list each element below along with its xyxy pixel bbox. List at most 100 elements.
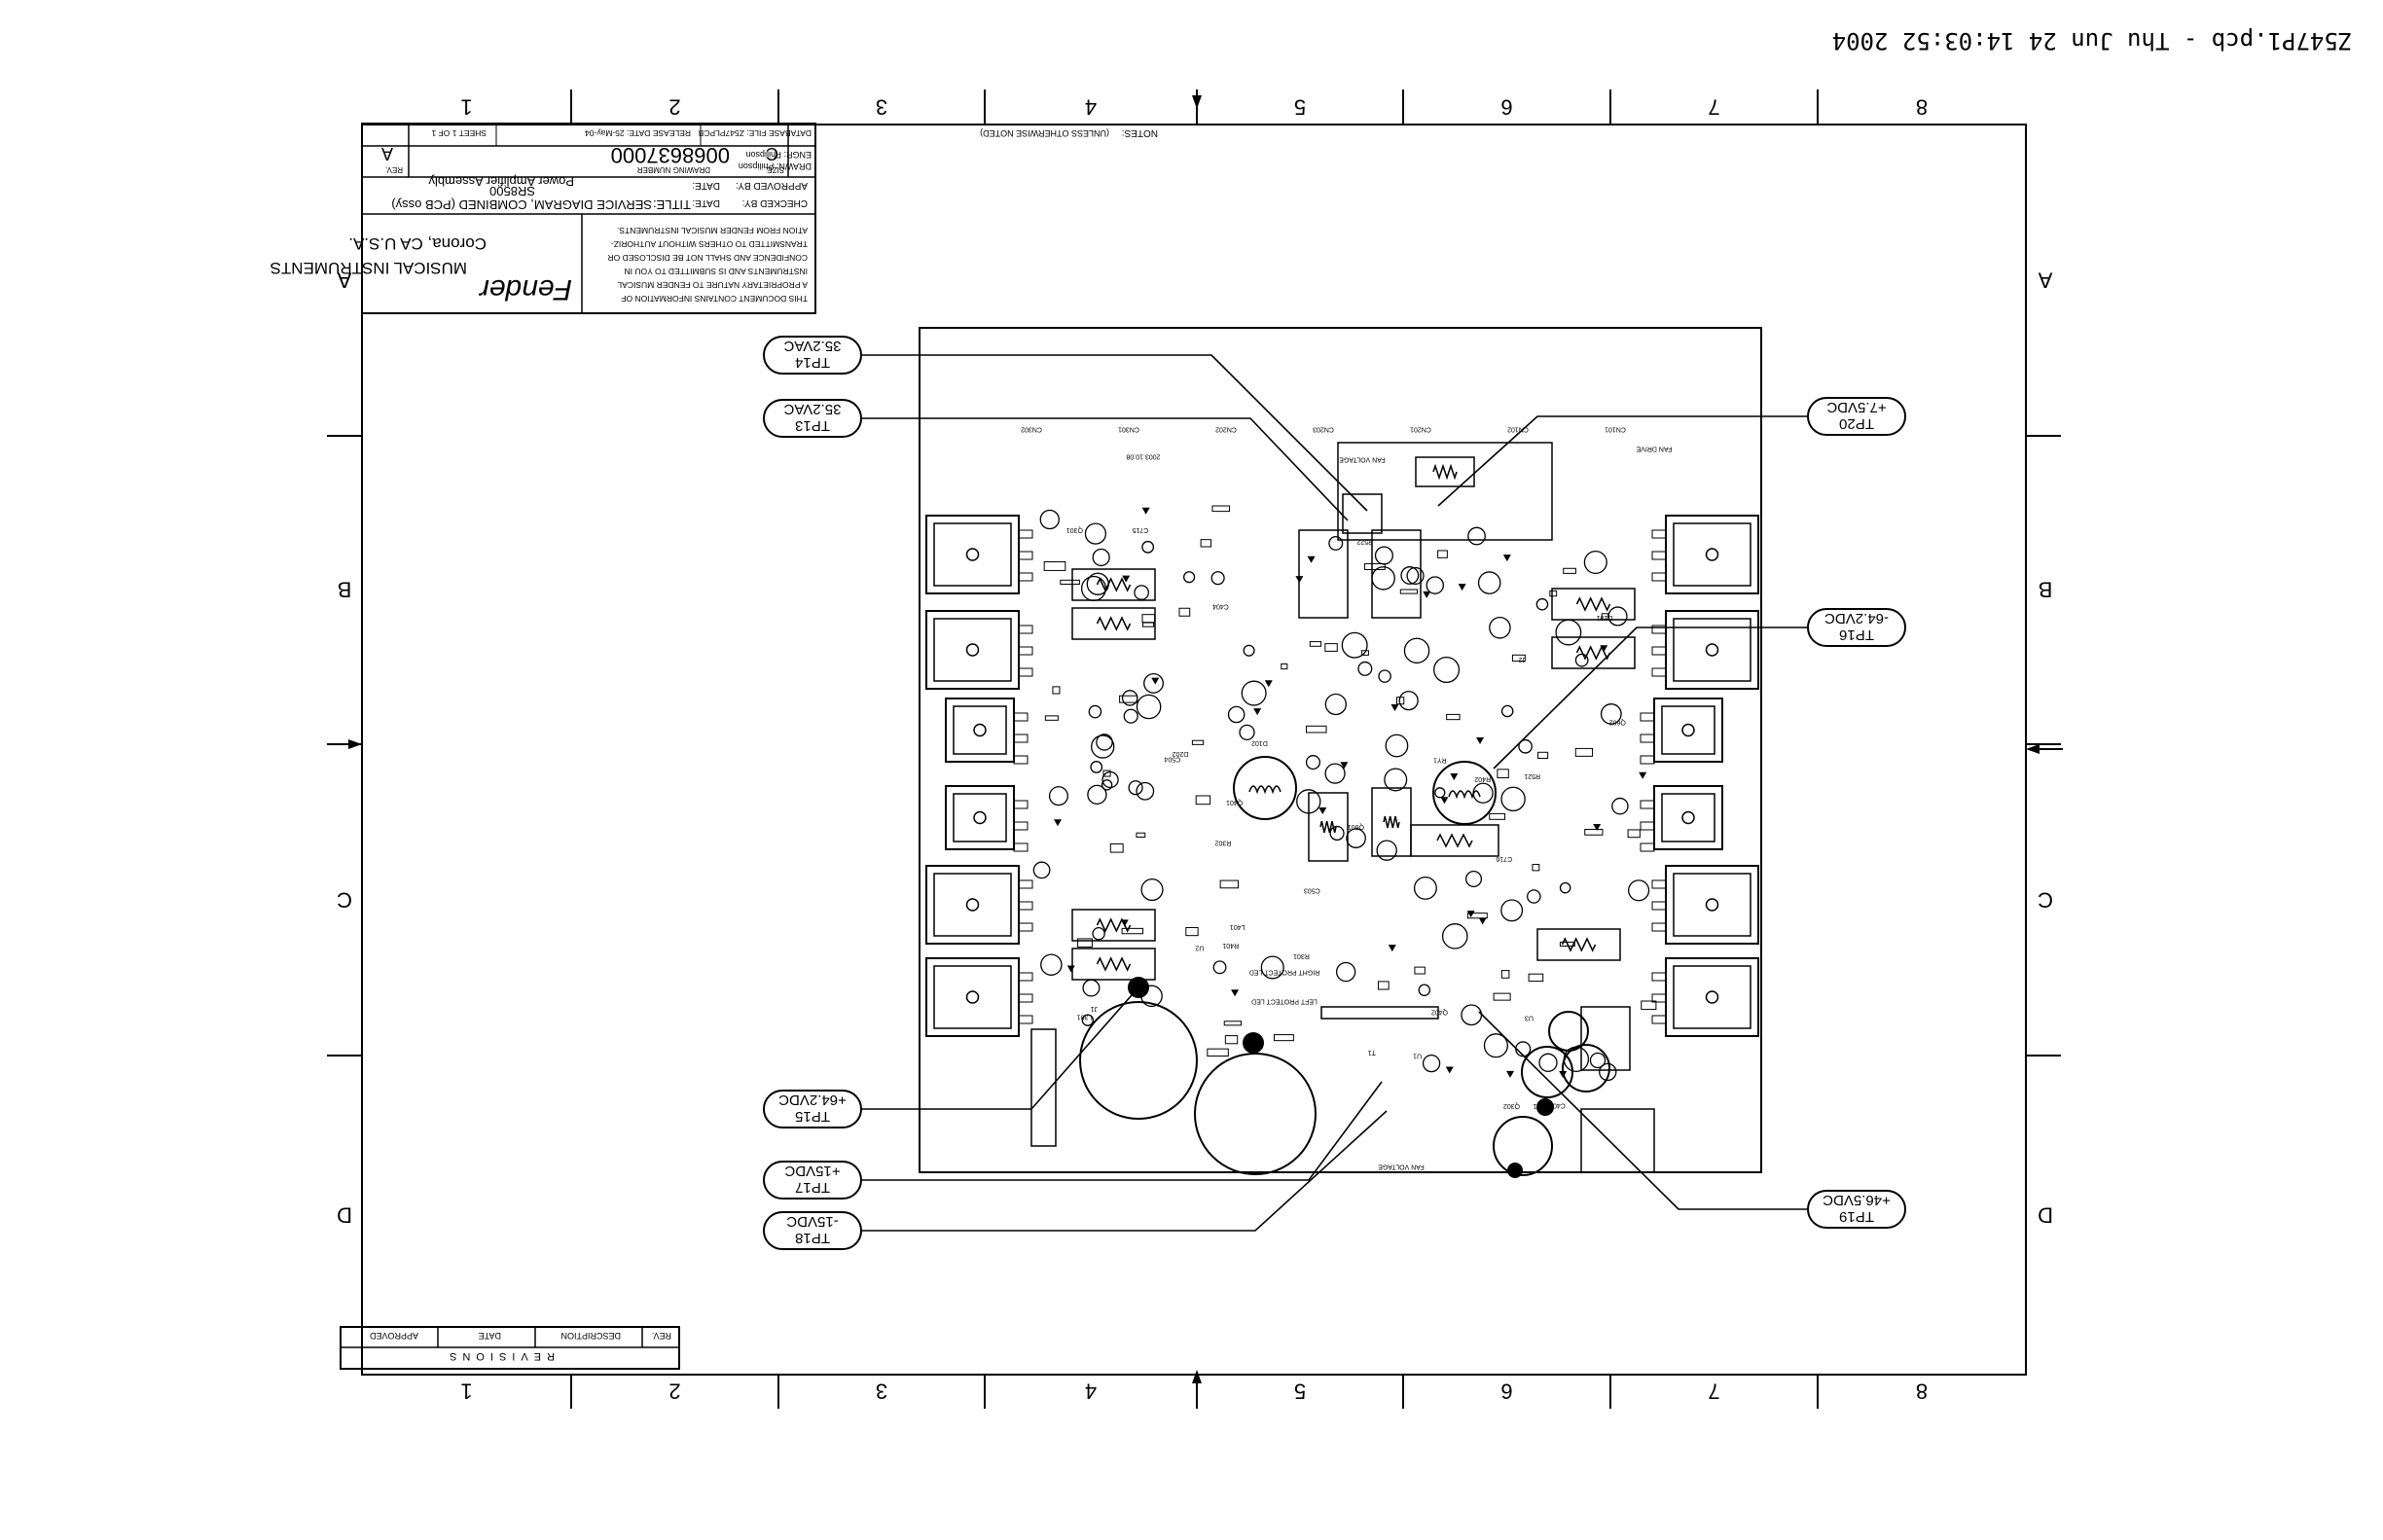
small-component: [1200, 539, 1212, 548]
power-resistor: [1551, 636, 1636, 669]
assembly-name: Power Amplifier Assembly: [428, 174, 574, 189]
zone-column-label-bottom-group: 8: [1916, 1379, 1928, 1403]
pcb-label-group: J2: [1518, 656, 1526, 663]
small-component: [1433, 656, 1461, 684]
test-point-callout-tp17: TP17+15VDC: [763, 1081, 1383, 1200]
pcb-label-group: FAN VOLTAGE: [1339, 456, 1386, 463]
zone-column-label-bottom-group: 3: [876, 1379, 887, 1403]
heatsink-transistor: [945, 785, 1029, 852]
electrolytic-capacitor: [1521, 1046, 1573, 1098]
zone-row-label-right-group: C: [2038, 887, 2053, 912]
small-component: [1584, 829, 1604, 836]
small-component: [1538, 1053, 1558, 1072]
zone-column-label-top-group: 2: [668, 94, 680, 119]
small-component: [1500, 704, 1514, 718]
company-name: MUSICAL INSTRUMENTS: [271, 259, 467, 277]
small-component: [1243, 644, 1255, 657]
connector: [1342, 493, 1383, 534]
small-component: [1532, 864, 1540, 872]
small-component: [1434, 787, 1446, 799]
filter-capacitor: [1194, 1053, 1317, 1175]
pcb-label-group: C503: [1304, 887, 1320, 894]
callout-pill: [763, 1090, 862, 1128]
pcb-label: U3: [1525, 1015, 1534, 1021]
zone-column-label-top-group: 6: [1500, 94, 1512, 119]
pcb-label-group: J1: [1091, 1005, 1099, 1012]
pcb-label-group: U1: [1413, 1052, 1422, 1058]
small-component: [1574, 747, 1594, 757]
power-resistor: [1371, 787, 1412, 857]
small-component: [1422, 1054, 1441, 1073]
proprietary-notice-line: THIS DOCUMENT CONTAINS INFORMATION OF: [621, 294, 808, 304]
rev-value: A: [381, 144, 393, 163]
zone-row-label-left: B: [338, 577, 352, 601]
callout-pill: [1807, 608, 1906, 647]
power-resistor: [1071, 909, 1156, 942]
small-component: [1363, 562, 1386, 570]
test-point-id: TP20: [1839, 415, 1874, 432]
test-point-id: TP18: [795, 1230, 830, 1246]
small-component: [1223, 1021, 1242, 1026]
power-resistor: [1071, 607, 1156, 640]
diode: [1340, 762, 1349, 770]
zone-column-label-top: 5: [1294, 94, 1306, 119]
small-component: [1426, 576, 1445, 594]
small-component: [1599, 1062, 1617, 1082]
small-component: [1374, 546, 1393, 565]
heatsink-transistor: [1640, 698, 1723, 765]
small-component: [1403, 637, 1430, 664]
zone-row-label-left: D: [337, 1202, 352, 1227]
small-component: [1039, 509, 1060, 530]
zone-row-label-right: D: [2038, 1202, 2053, 1227]
small-component: [1142, 622, 1155, 627]
pcb-label: FAN VOLTAGE: [1339, 456, 1386, 463]
header-stamp: Z547P1.pcb - Thu Jun 24 14:03:52 2004: [1832, 27, 2353, 54]
pcb-label-group: C716: [1496, 855, 1512, 862]
zone-column-label-bottom: 7: [1708, 1379, 1719, 1403]
small-component: [1178, 607, 1191, 617]
test-point-voltage: +7.5VDC: [1826, 399, 1886, 415]
callout-pill: [763, 1161, 862, 1200]
sheet-number: SHEET 1 OF 1: [431, 128, 487, 138]
pcb-label-group: CN101: [1605, 426, 1626, 433]
drawn-by: DRAWN: Philipson: [739, 161, 812, 171]
electrolytic-capacitor: [1562, 1044, 1610, 1092]
pcb-label-group: Q402: [1431, 1009, 1448, 1016]
small-component: [1527, 889, 1541, 904]
small-component: [1119, 695, 1138, 703]
small-component: [1376, 840, 1397, 861]
pcb-label: U2: [1195, 944, 1204, 950]
pcb-label: LEFT PROTECT LED: [1251, 998, 1318, 1005]
small-component: [1091, 734, 1115, 759]
size-value: C: [766, 144, 778, 163]
callout-leader-line: [856, 417, 1349, 521]
revisions-col-date: DATE: [479, 1331, 501, 1341]
diode: [1141, 507, 1150, 515]
callout-text-group: TP16-64.2VDC: [1824, 610, 1889, 643]
zone-column-label-top-group: 5: [1294, 94, 1306, 119]
test-point-voltage: -64.2VDC: [1824, 610, 1889, 627]
small-component: [1559, 941, 1575, 948]
zone-column-label-top: 8: [1916, 94, 1928, 119]
pcb-label: CN301: [1118, 426, 1139, 433]
zone-row-label-right: A: [2038, 268, 2052, 292]
small-component: [1210, 571, 1225, 586]
pcb-label: CN203: [1313, 426, 1334, 433]
small-component: [1060, 579, 1080, 585]
small-component: [1052, 686, 1061, 695]
small-component: [1185, 926, 1199, 937]
pcb-outline: [919, 327, 1762, 1173]
zone-column-label-bottom: 4: [1085, 1379, 1097, 1403]
pcb-label-group: L401: [1230, 923, 1246, 930]
pcb-label-group: Q301: [1066, 526, 1083, 533]
test-point-id: TP19: [1839, 1208, 1874, 1225]
proprietary-notice-line: INSTRUMENTS AND IS SUBMITTED TO YOU IN: [625, 267, 808, 276]
test-point-callout-tp19: TP19+46.5VDC: [1478, 1011, 1906, 1229]
small-component: [1559, 881, 1571, 894]
zone-row-label-left: A: [337, 268, 351, 292]
electrolytic-capacitor: [1493, 1116, 1553, 1176]
diode: [1559, 1071, 1568, 1079]
test-point-pad: [1507, 1163, 1523, 1178]
